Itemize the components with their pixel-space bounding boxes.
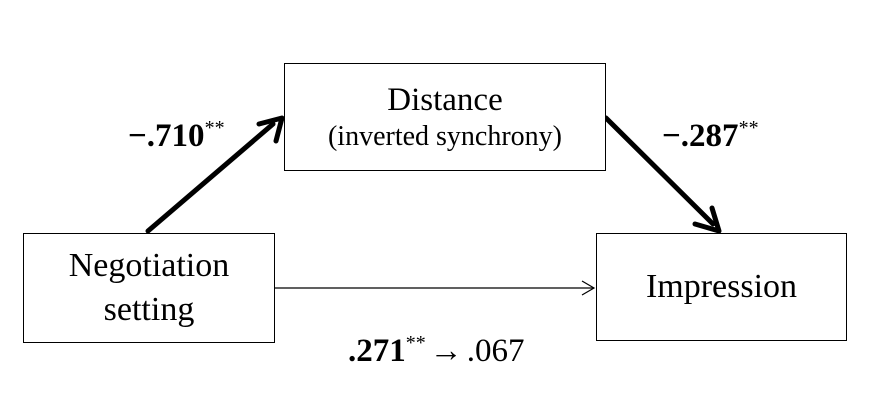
distance-sublabel: (inverted synchrony) bbox=[327, 121, 563, 152]
negotiation-setting-label-line2: setting bbox=[103, 291, 195, 328]
negotiation-setting-label-line1: Negotiation bbox=[68, 247, 230, 284]
path-b-value: −.287 bbox=[662, 118, 739, 154]
impression-label: Impression bbox=[645, 268, 798, 305]
distance-label: Distance bbox=[387, 82, 503, 118]
path-c-significance: ** bbox=[405, 332, 426, 354]
arrowhead-path-b bbox=[692, 205, 722, 234]
path-a-significance: ** bbox=[204, 117, 225, 139]
arrow-path-b bbox=[603, 115, 716, 227]
path-c-arrow-glyph: → bbox=[429, 333, 463, 369]
distance-box: Distance (inverted synchrony) bbox=[284, 63, 606, 171]
path-b-coefficient: −.287** bbox=[662, 117, 759, 154]
arrowhead-path-c bbox=[581, 280, 596, 296]
path-c-coefficient: .271**→.067 bbox=[348, 332, 525, 369]
negotiation-setting-box: Negotiation setting bbox=[23, 233, 275, 343]
impression-box: Impression bbox=[596, 233, 847, 341]
path-b-significance: ** bbox=[738, 117, 759, 139]
arrow-path-a bbox=[145, 121, 276, 234]
path-c-direct-value: .067 bbox=[466, 333, 525, 369]
arrowhead-path-a bbox=[256, 115, 285, 144]
path-a-value: −.710 bbox=[128, 118, 205, 154]
path-a-coefficient: −.710** bbox=[128, 117, 225, 154]
path-c-total-value: .271 bbox=[348, 333, 406, 369]
